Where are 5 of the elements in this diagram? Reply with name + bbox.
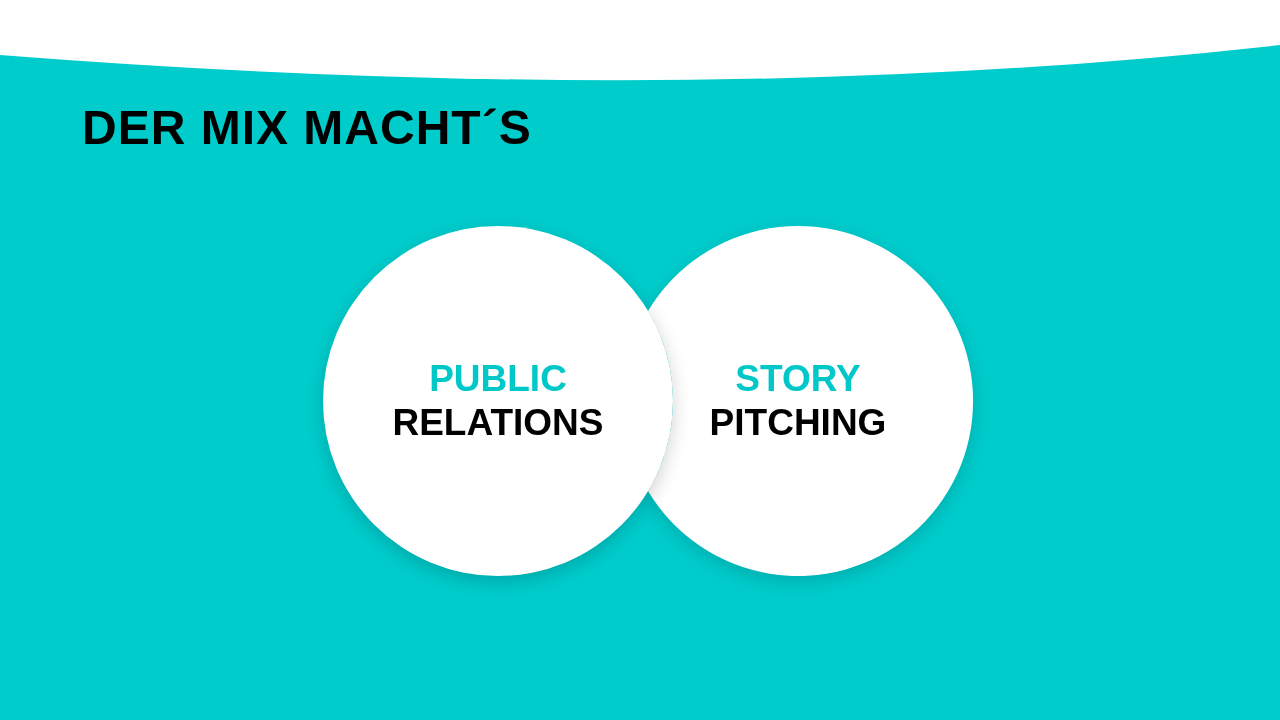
circle-label: RELATIONS (392, 401, 604, 445)
diagram-title: DER MIX MACHT´S (82, 100, 532, 155)
circle-label: STORY (735, 357, 861, 401)
circle-label: PITCHING (709, 401, 887, 445)
circle-label: PUBLIC (429, 357, 567, 401)
